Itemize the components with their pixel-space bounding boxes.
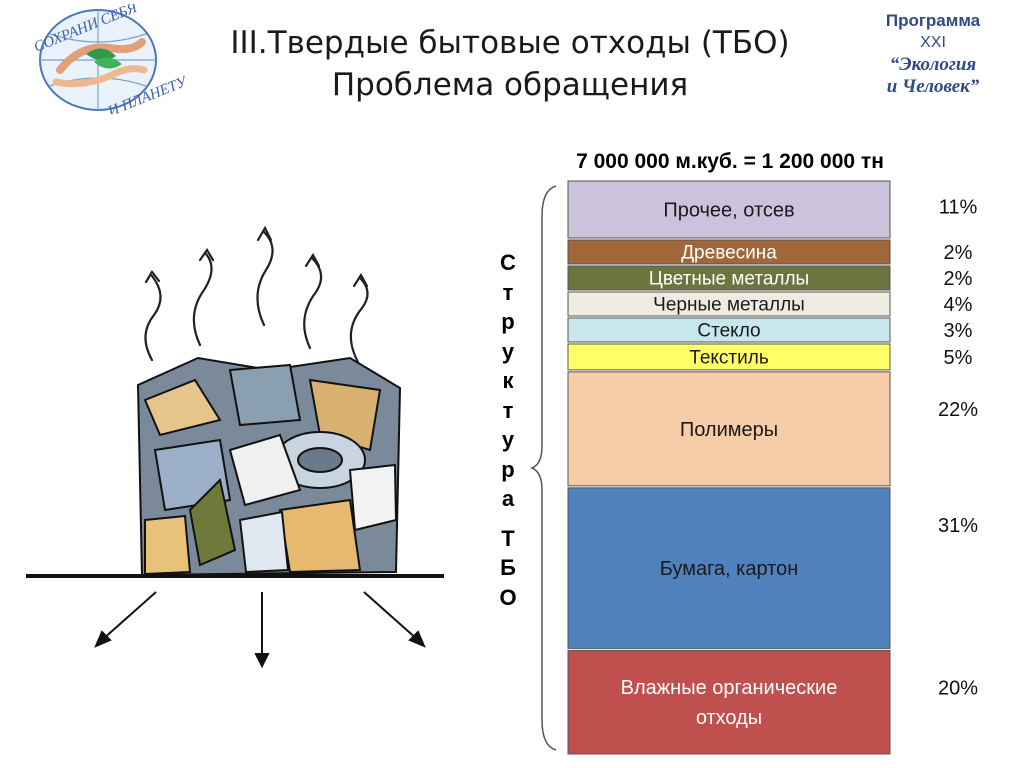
bar-segment: [567, 291, 891, 317]
segment-label: Полимеры: [680, 419, 778, 441]
segment-label: Текстиль: [689, 348, 769, 369]
bar-segment: [567, 371, 891, 487]
bar-segment: [567, 317, 891, 343]
structure-letter: а: [501, 486, 515, 511]
program-logo-line-3: “Экология: [889, 54, 977, 75]
tbo-letter: О: [499, 584, 517, 610]
structure-letter: т: [502, 397, 514, 423]
title-line-1: III.Твердые бытовые отходы (ТБО): [230, 25, 790, 61]
page-title: III.Твердые бытовые отходы (ТБО) Проблем…: [190, 22, 830, 106]
segment-label: отходы: [696, 707, 762, 729]
percent-label: 22%: [938, 399, 978, 421]
fume-icon: [144, 225, 369, 364]
bar-segment: [567, 239, 891, 265]
segment-label: Влажные органические: [621, 677, 838, 699]
segment-label: Древесина: [681, 243, 777, 264]
segment-label: Бумага, картон: [660, 558, 799, 580]
percent-label: 2%: [944, 242, 973, 264]
trash-pile-illustration: [26, 225, 444, 669]
program-logo-line-4: и Человек”: [886, 76, 980, 97]
structure-letter: у: [501, 338, 515, 364]
program-logo-line-2: XXI: [920, 34, 946, 51]
chart-title: 7 000 000 м.куб. = 1 200 000 тн: [576, 150, 884, 173]
structure-letter: р: [501, 456, 515, 482]
bar-segment: [567, 343, 891, 371]
segment-label: Цветные металлы: [649, 269, 809, 290]
structure-letter: С: [500, 250, 516, 275]
title-line-2: Проблема обращения: [331, 67, 689, 103]
percent-label: 31%: [938, 515, 978, 537]
structure-letter: у: [501, 427, 515, 452]
tbo-letter: Б: [500, 555, 516, 580]
segment-label: Прочее, отсев: [663, 199, 794, 221]
arrow-down-icon: [94, 591, 426, 669]
bar-segment: [567, 487, 891, 649]
percent-label: 4%: [944, 294, 973, 316]
segment-label: Стекло: [697, 321, 760, 342]
bar-segment: [567, 649, 891, 755]
curly-brace: [529, 185, 557, 751]
trash-pile: [136, 356, 402, 577]
bar-segment: [567, 265, 891, 291]
structure-letter: т: [502, 279, 514, 305]
program-logo: Программа XXI “Экология и Человек”: [868, 10, 998, 98]
percent-label: 20%: [938, 677, 978, 699]
tbo-letter: Т: [501, 525, 515, 551]
percent-label: 2%: [944, 268, 973, 290]
percent-label: 3%: [944, 320, 973, 342]
percent-label: 5%: [944, 347, 973, 369]
bar-segment: [567, 180, 891, 239]
structure-letter: р: [501, 309, 515, 334]
segment-label: Черные металлы: [653, 295, 805, 316]
percent-label: 11%: [939, 196, 978, 218]
globe-hands-logo: СОХРАНИ СЕБЯ И ПЛАНЕТУ: [32, 4, 185, 114]
program-logo-line-1: Программа: [885, 11, 981, 30]
structure-letter: к: [502, 368, 514, 393]
